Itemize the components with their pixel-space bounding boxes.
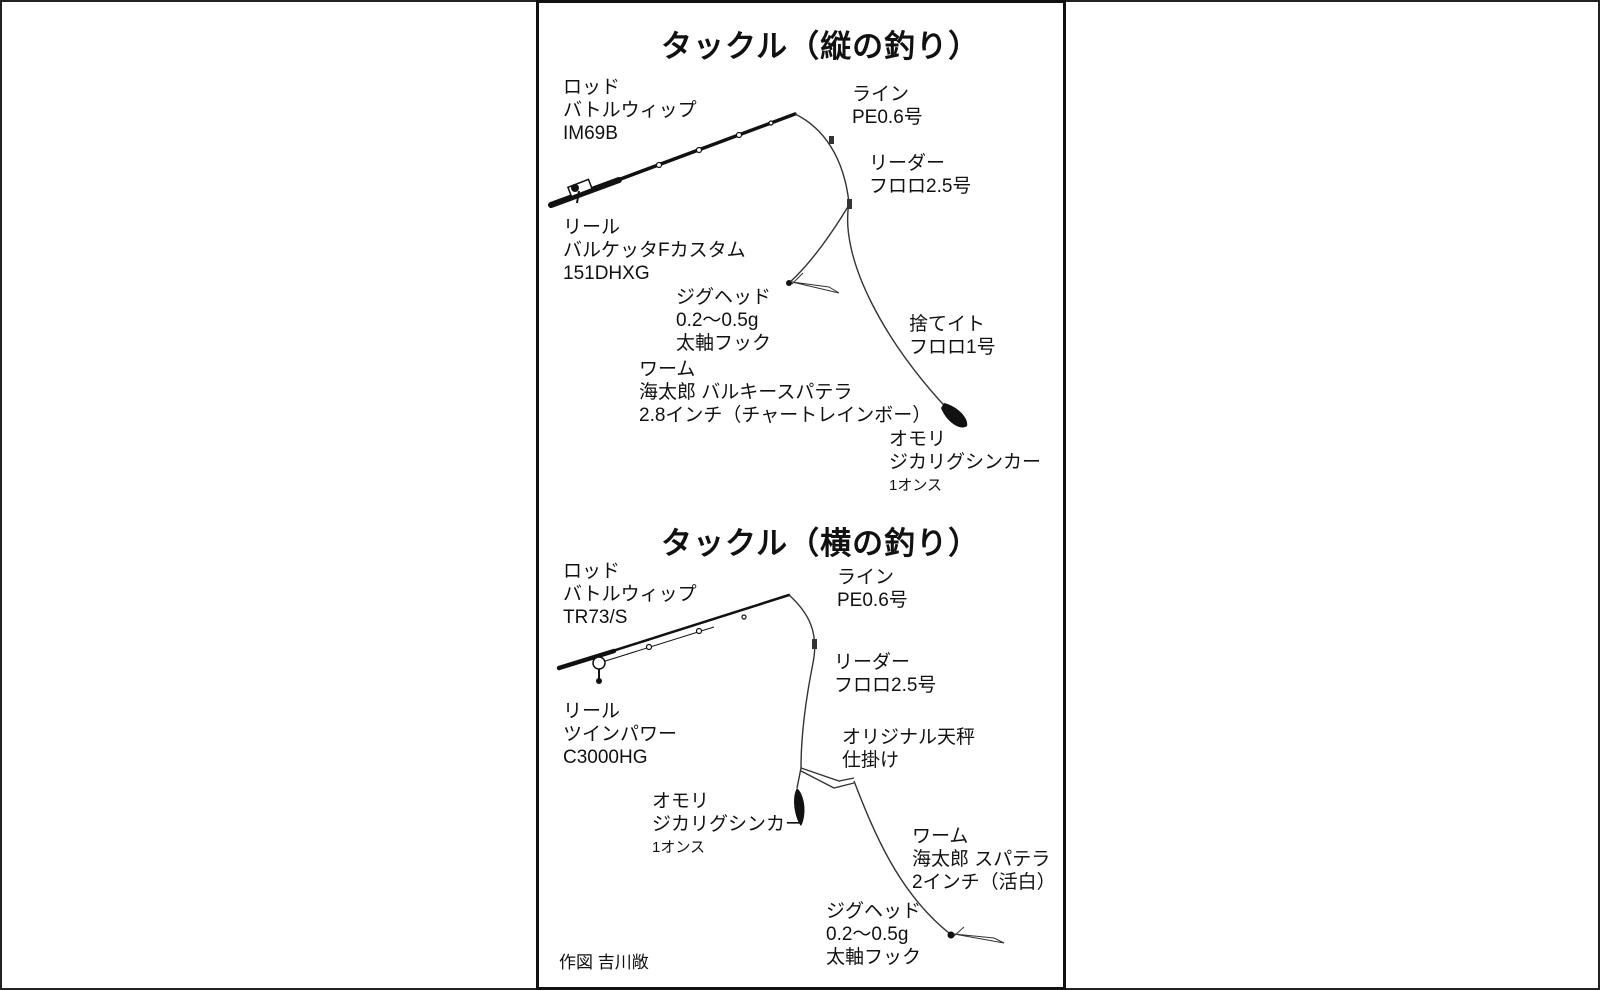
bottom-sinker-icon xyxy=(794,788,805,826)
title-horizontal-fishing: タックル（横の釣り） xyxy=(661,526,981,561)
top-jighead-lure xyxy=(786,272,840,294)
tackle-diagram-panel: タックル（縦の釣り） ロッド バトルウィップ IM69B ライン PE0.6号 … xyxy=(536,0,1066,990)
top-jighead-label: ジグヘッド 0.2～0.5g 太軸フック xyxy=(676,287,772,354)
top-line-label: ライン PE0.6号 xyxy=(852,84,923,128)
bottom-rod-label: ロッド バトルウィップ TR73/S xyxy=(563,561,697,628)
bottom-leader-label: リーダー フロロ2.5号 xyxy=(834,652,937,696)
title-vertical-fishing: タックル（縦の釣り） xyxy=(661,29,981,64)
top-leader-label: リーダー フロロ2.5号 xyxy=(869,153,972,197)
top-reel-label: リール バルケッタFカスタム 151DHXG xyxy=(563,217,746,284)
credit-text: 作図 吉川敞 xyxy=(559,953,649,972)
top-worm-label: ワーム 海太郎 バルキースパテラ 2.8インチ（チャートレインボー） xyxy=(639,359,932,426)
bottom-sinker-label: オモリ ジカリグシンカー 1オンス xyxy=(652,791,805,856)
top-line xyxy=(788,113,955,417)
bottom-worm-label: ワーム 海太郎 スパテラ 2インチ（活白） xyxy=(912,826,1056,893)
tackle-drawings xyxy=(548,112,1005,944)
bottom-reel xyxy=(592,656,606,684)
bottom-line xyxy=(788,594,950,934)
top-reel xyxy=(566,178,594,204)
bottom-line-label: ライン PE0.6号 xyxy=(837,567,908,611)
top-rod xyxy=(548,112,797,208)
bottom-jighead-lure xyxy=(947,926,1005,944)
top-sute-ito-label: 捨てイト フロロ1号 xyxy=(909,314,996,358)
top-sinker-label: オモリ ジカリグシンカー 1オンス xyxy=(889,429,1042,494)
bottom-reel-label: リール ツインパワー C3000HG xyxy=(563,701,678,768)
bottom-rig-label: オリジナル天秤 仕掛け xyxy=(842,727,976,771)
top-rod-label: ロッド バトルウィップ IM69B xyxy=(563,77,697,144)
top-sinker-icon xyxy=(941,403,968,428)
bottom-jighead-label: ジグヘッド 0.2～0.5g 太軸フック xyxy=(826,901,922,968)
bottom-rod xyxy=(556,593,791,671)
